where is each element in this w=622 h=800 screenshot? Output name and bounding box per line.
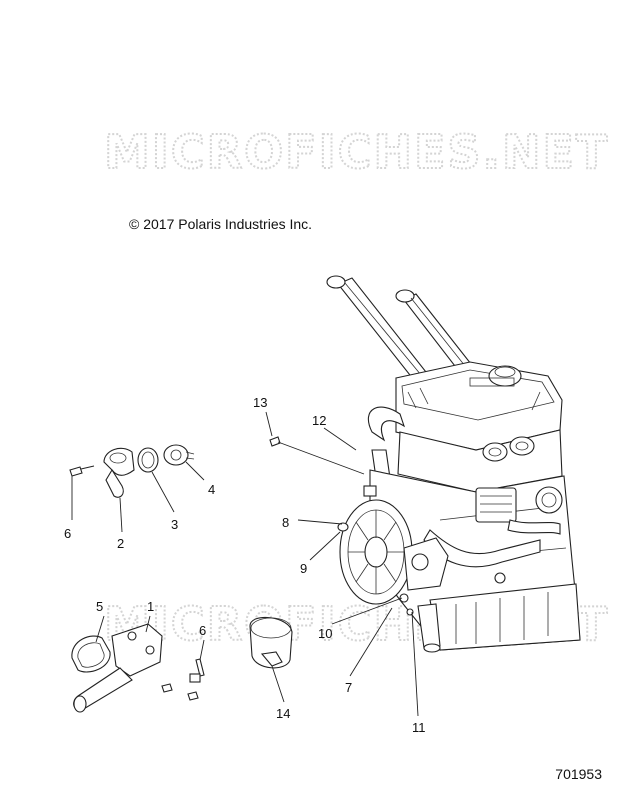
watermark-top: MICROFICHES.NET — [104, 125, 609, 179]
callout-5: 5 — [96, 599, 103, 614]
callout-3: 3 — [171, 517, 178, 532]
callout-13: 13 — [253, 395, 267, 410]
callout-11: 11 — [412, 720, 426, 735]
callout-9: 9 — [300, 561, 307, 576]
callout-10: 10 — [318, 626, 332, 641]
callout-14: 14 — [276, 706, 290, 721]
callout-6-upper: 6 — [64, 526, 71, 541]
callout-labels: 13 12 4 6 3 2 8 9 5 1 6 10 7 14 11 — [64, 395, 426, 735]
leader-lines — [71, 411, 419, 717]
callout-12: 12 — [312, 413, 326, 428]
thermostat-housing-group — [69, 444, 195, 498]
callout-2: 2 — [117, 536, 124, 551]
callout-8: 8 — [282, 515, 289, 530]
callout-7: 7 — [345, 680, 352, 695]
diagram-number: 701953 — [555, 766, 602, 782]
callout-1: 1 — [147, 599, 154, 614]
copyright-notice: © 2017 Polaris Industries Inc. — [129, 216, 313, 232]
callout-6-lower: 6 — [199, 623, 206, 638]
callout-4: 4 — [208, 482, 215, 497]
engine-assembly — [326, 275, 581, 653]
outlet-housing-group — [71, 436, 293, 713]
